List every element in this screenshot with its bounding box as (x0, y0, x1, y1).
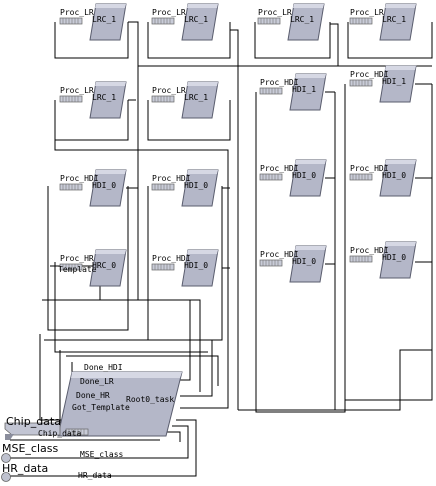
root-task-block[interactable]: Root0_task Done_HDI Done_LR Done_HR Got_… (57, 363, 183, 437)
block-label: LRC_1 (290, 15, 314, 24)
root-input-done-lr: Done_LR (80, 377, 114, 386)
port-chip-data[interactable]: Chip_data Chip_data (4, 415, 89, 440)
proc-label: Proc_HDI (152, 174, 191, 183)
block-label: LRC_1 (92, 93, 116, 102)
proc-label: Proc_HDI (60, 174, 99, 183)
wire-group (10, 21, 433, 477)
connector-icon (259, 87, 283, 95)
block-label: HDI_0 (184, 261, 208, 270)
root-task-label: Root0_task (126, 395, 174, 404)
connector-icon (349, 255, 373, 263)
proc-label: Proc_HDI (350, 164, 389, 173)
proc-label: Proc_LR (152, 8, 186, 17)
block-label: HDI_0 (92, 181, 116, 190)
signal-chip-data: Chip_data (38, 429, 82, 438)
proc-label: Proc_HDI (350, 70, 389, 79)
connector-icon (151, 17, 175, 25)
connector-icon (259, 259, 283, 267)
connector-icon (257, 17, 281, 25)
proc-label: Proc_HDI (152, 254, 191, 263)
proc-label: Proc_LR (60, 86, 94, 95)
connector-icon (59, 95, 83, 103)
port-hr-data[interactable]: HR_data HR_data (1, 462, 112, 482)
connector-icon (349, 79, 373, 87)
proc-label: Proc_LR (258, 8, 292, 17)
port-chip-data-label: Chip_data (6, 415, 61, 428)
proc-label: Proc_LR (152, 86, 186, 95)
root-input-done-hdi: Done_HDI (84, 363, 123, 372)
connector-icon (259, 173, 283, 181)
block-label: HDI_0 (382, 253, 406, 262)
proc-label: Proc_HDI (260, 164, 299, 173)
block-label: HDI_0 (382, 171, 406, 180)
connector-icon (349, 17, 373, 25)
root-input-done-hr: Done_HR (76, 391, 110, 400)
connector-icon (349, 173, 373, 181)
block-label: HDI_0 (292, 171, 316, 180)
proc-label: Proc_HR (60, 254, 94, 263)
signal-hr-data: HR_data (78, 471, 112, 480)
block-label: HDI_0 (184, 181, 208, 190)
block-label: HDI_0 (292, 257, 316, 266)
block-label: HDI_1 (382, 77, 406, 86)
proc-label: Proc_HDI (260, 78, 299, 87)
block-label: LRC_1 (92, 15, 116, 24)
block-sublabel: Template (58, 265, 97, 274)
block-label: LRC_1 (382, 15, 406, 24)
connector-icon (151, 263, 175, 271)
block-label: HRC_0 (92, 261, 116, 270)
connector-icon (59, 183, 83, 191)
block-layer: Proc_LRLRC_1Proc_LRLRC_1Proc_LRLRC_1Proc… (58, 3, 417, 287)
signal-mse-class: MSE_class (80, 450, 124, 459)
connector-icon (151, 95, 175, 103)
block-label: LRC_1 (184, 93, 208, 102)
connector-icon (59, 17, 83, 25)
block-label: HDI_1 (292, 85, 316, 94)
port-hr-data-label: HR_data (2, 462, 48, 475)
proc-label: Proc_LR (60, 8, 94, 17)
block-label: LRC_1 (184, 15, 208, 24)
port-mse-class-label: MSE_class (2, 442, 58, 455)
proc-label: Proc_HDI (350, 246, 389, 255)
port-mse-class[interactable]: MSE_class MSE_class (1, 442, 124, 463)
connector-icon (151, 183, 175, 191)
root-input-got-template: Got_Template (72, 403, 130, 412)
proc-label: Proc_LR (350, 8, 384, 17)
proc-label: Proc_HDI (260, 250, 299, 259)
